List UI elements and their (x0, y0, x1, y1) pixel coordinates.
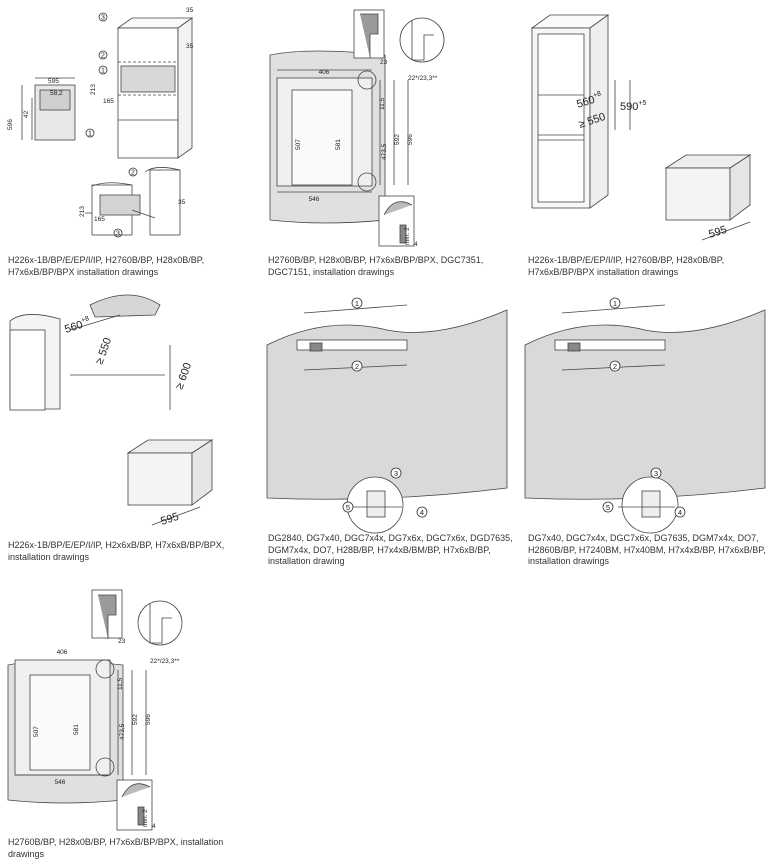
dim-406: 406 (57, 649, 68, 656)
callout-1: 1 (88, 131, 92, 138)
dim-546: 546 (309, 196, 320, 203)
drawing-panel-4: 560+8 ≥ 550 ≥ 600 595 H226x-1B/BP/E/EP/I… (0, 285, 258, 570)
drawing-6-svg: 1 2 3 4 5 (524, 297, 766, 534)
dim-35-low: 35 (178, 199, 186, 206)
caption-5: DG2840, DG7x40, DGC7x4x, DG7x6x, DGC7x6x… (268, 533, 513, 566)
callout-3-lower: 3 (116, 231, 120, 238)
dim-23: 23 (118, 638, 126, 645)
dim-min-2: min. 2 (404, 227, 411, 245)
dim-473-5: 473,5 (119, 723, 126, 740)
callout-5: 5 (346, 503, 350, 512)
drawing-panel-5: 1 2 3 4 5 DG2840, DG7x40, DGC7x4x, DG7x6… (262, 285, 520, 580)
drawing-1-svg: 3 2 1 1 2 3 35 35 35 595 58,2 596 42 213… (7, 7, 194, 238)
dim-592: 592 (394, 134, 401, 145)
dim-546: 546 (55, 779, 66, 786)
dim-4: 4 (152, 823, 156, 830)
dim-595: 595 (159, 511, 180, 528)
dim-23: 23 (380, 59, 388, 66)
dim-22-23-3: 22*/23,3** (150, 658, 180, 665)
callout-5: 5 (606, 503, 610, 512)
drawing-panel-6: 1 2 3 4 5 DG7x40, DGC7x4x, DGC7x6x, DG76… (520, 285, 770, 580)
caption-7: H2760B/BP, H28x0B/BP, H7x6xB/BP/BPX, ins… (8, 837, 224, 859)
dim-165: 165 (103, 98, 114, 105)
dim-165-lower: 165 (94, 216, 105, 223)
drawing-panel-7: 406 11,5 507 581 473,5 592 596 546 23 22… (0, 585, 262, 865)
dim-581: 581 (335, 139, 342, 150)
dim-590: 590+5 (620, 100, 646, 113)
dim-596: 596 (7, 119, 14, 130)
callout-4: 4 (678, 508, 682, 517)
caption-4: H226x-1B/BP/E/EP/I/IP, H2x6xB/BP, H7x6xB… (8, 540, 225, 562)
caption-1: H226x-1B/BP/E/EP/I/IP, H2760B/BP, H28x0B… (8, 255, 205, 277)
drawing-panel-3: 560+8 590+5 ≥ 550 595 H226x-1B/BP/E/EP/I… (520, 0, 770, 280)
dim-213-lower: 213 (79, 206, 86, 217)
callout-1: 1 (613, 299, 617, 308)
callout-2: 2 (101, 53, 105, 60)
drawing-2-svg: 406 11,5 507 581 473,5 592 596 546 23 22… (269, 9, 445, 248)
callout-3: 3 (101, 15, 105, 22)
dim-507: 507 (33, 726, 40, 737)
callout-3: 3 (394, 469, 398, 478)
dim-11-5: 11,5 (117, 677, 124, 690)
dim-42: 42 (23, 110, 30, 118)
callout-2: 2 (355, 362, 359, 371)
drawing-5-svg: 1 2 3 4 5 (266, 297, 508, 534)
caption-2: H2760B/BP, H28x0B/BP, H7x6xB/BP/BPX, DGC… (268, 255, 484, 277)
dim-596: 596 (407, 134, 414, 145)
dim-213: 213 (90, 84, 97, 95)
dim-473-5: 473,5 (381, 143, 388, 160)
dim-507: 507 (295, 139, 302, 150)
dim-581: 581 (73, 724, 80, 735)
dim-35-mid: 35 (186, 43, 194, 50)
drawing-3-svg: 560+8 590+5 ≥ 550 595 (530, 14, 752, 241)
callout-1: 1 (355, 299, 359, 308)
dim-4: 4 (414, 241, 418, 248)
callout-2-lower: 2 (131, 170, 135, 177)
dim-550: ≥ 550 (94, 336, 115, 366)
dim-592: 592 (132, 714, 139, 725)
dim-22-23-3: 22*/23,3** (408, 75, 438, 82)
drawing-panel-1: 3 2 1 1 2 3 35 35 35 595 58,2 596 42 213… (0, 0, 255, 280)
drawing-panel-2: 406 11,5 507 581 473,5 592 596 546 23 22… (262, 0, 520, 280)
drawing-7-svg: 406 11,5 507 581 473,5 592 596 546 23 22… (7, 589, 183, 831)
caption-3: H226x-1B/BP/E/EP/I/IP, H2760B/BP, H28x0B… (528, 255, 725, 277)
dim-406: 406 (319, 69, 330, 76)
caption-6: DG7x40, DGC7x4x, DGC7x6x, DG7635, DGM7x4… (528, 533, 766, 566)
dim-min-2: min. 2 (142, 809, 149, 827)
dim-58-2: 58,2 (50, 90, 63, 97)
drawing-4-svg: 560+8 ≥ 550 ≥ 600 595 (9, 294, 214, 528)
callout-4: 4 (420, 508, 424, 517)
dim-600: ≥ 600 (174, 361, 195, 391)
dim-11-5: 11,5 (379, 97, 386, 110)
dim-35-top: 35 (186, 7, 194, 14)
callout-1-upper: 1 (101, 68, 105, 75)
dim-596: 596 (145, 714, 152, 725)
dim-595: 595 (707, 224, 728, 241)
dim-595: 595 (48, 78, 59, 85)
dim-560: 560+8 (63, 315, 92, 336)
callout-3: 3 (654, 469, 658, 478)
dim-560: 560+8 (575, 90, 604, 111)
callout-2: 2 (613, 362, 617, 371)
